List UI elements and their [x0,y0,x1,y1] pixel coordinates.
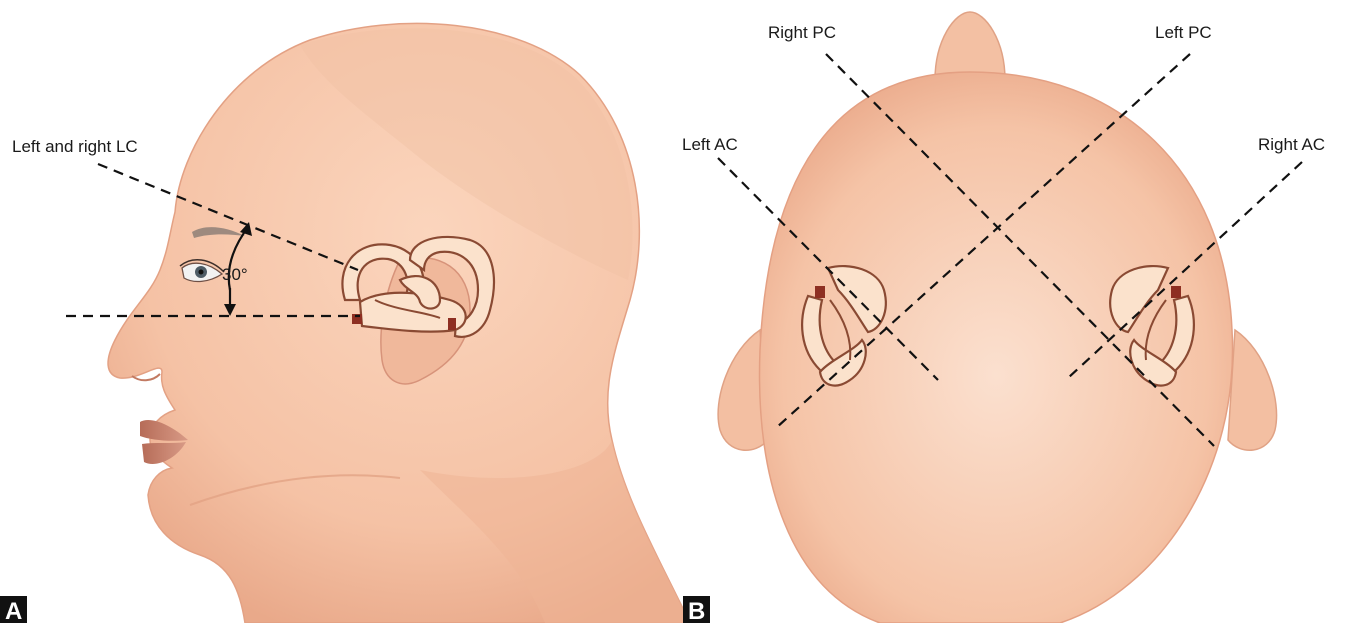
nose-top [935,12,1005,80]
label-right-ac: Right AC [1258,135,1325,154]
panel-b: Right PC Left PC Left AC Right AC B [682,12,1325,623]
panel-a-letter: A [5,598,22,623]
label-left-pc: Left PC [1155,23,1212,42]
right-ear-top [1228,330,1277,450]
panel-a: 30° Left and right LC A [0,23,690,623]
label-right-pc: Right PC [768,23,836,42]
label-left-and-right-lc: Left and right LC [12,137,138,156]
panel-b-letter: B [688,598,705,623]
label-left-ac: Left AC [682,135,738,154]
angle-label: 30° [222,265,248,284]
top-head [760,72,1233,623]
